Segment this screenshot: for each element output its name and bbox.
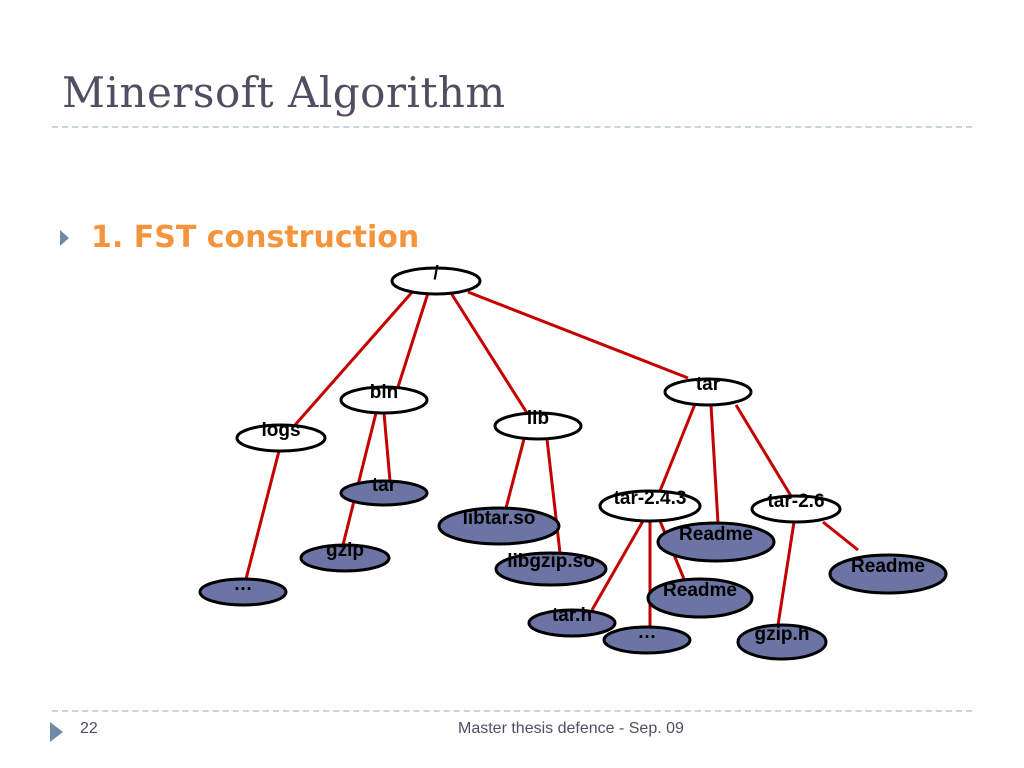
tree-node-libgzip: libgzip.so (494, 551, 608, 587)
title-divider (52, 126, 972, 128)
tree-edge-tar26-to-readme-26 (822, 520, 859, 552)
file-node-ellipse (828, 553, 948, 595)
bullet-item: 1. FST construction (60, 220, 419, 255)
tree-node-gziph: gzip.h (736, 623, 828, 661)
tree-node-label: tar.h (552, 605, 592, 626)
tree-nodes: / logs bin lib tar tar gzip … libtar.so libgzip.s… (198, 263, 948, 661)
tree-edge-root-to-tar (467, 290, 689, 380)
tree-node-readme-26: Readme (828, 553, 948, 595)
tree-node-label: … (638, 622, 657, 643)
tree-node-bin-tar: tar (339, 475, 429, 507)
page-number: 22 (80, 720, 98, 737)
tree-node-label: gzip.h (755, 624, 810, 645)
directory-node-ellipse (493, 411, 583, 441)
tree-node-label: logs (261, 420, 300, 441)
directory-node-ellipse (663, 377, 753, 407)
file-node-ellipse (437, 506, 561, 546)
tree-edge-tar26-to-gziph (776, 521, 796, 626)
tree-edge-root-to-lib (449, 292, 529, 414)
tree-node-readme-243: Readme (646, 577, 754, 619)
tree-node-gzip: gzip (299, 540, 391, 573)
tree-node-label: tar-2.6 (767, 491, 824, 512)
tree-edge-logs-to-logs-more (244, 450, 281, 580)
file-node-ellipse (299, 543, 391, 573)
tree-edge-lib-to-libgzip (545, 438, 562, 554)
tree-node-readme-tar: Readme (656, 521, 776, 563)
footer-divider (52, 710, 972, 712)
file-node-ellipse (339, 479, 429, 507)
tree-node-tar: tar (663, 374, 753, 407)
tree-node-bin: bin (339, 382, 429, 415)
directory-node-ellipse (339, 385, 429, 415)
tree-node-more-243: … (602, 622, 692, 655)
tree-node-tar26: tar-2.6 (750, 491, 842, 524)
footer-text: Master thesis defence - Sep. 09 (458, 720, 684, 737)
tree-node-logs: logs (235, 420, 327, 453)
tree-node-label: … (234, 574, 253, 595)
tree-node-label: Readme (851, 556, 925, 577)
slide-title: Minersoft Algorithm (62, 68, 506, 117)
tree-node-label: tar (372, 475, 397, 496)
tree-edge-tar-to-tar243 (658, 403, 697, 492)
file-node-ellipse (736, 623, 828, 661)
file-node-ellipse (602, 625, 692, 655)
tree-node-libtar: libtar.so (437, 506, 561, 546)
tree-node-label: tar (696, 374, 721, 395)
tree-edge-bin-to-bin-tar (382, 412, 392, 482)
tree-node-label: gzip (326, 540, 364, 561)
tree-node-label: tar-2.4.3 (614, 488, 687, 509)
tree-node-label: Readme (663, 580, 737, 601)
tree-node-logs-more: … (198, 574, 288, 607)
tree-node-label: libtar.so (463, 508, 536, 529)
file-node-ellipse (198, 577, 288, 607)
bullet-triangle-icon (60, 229, 69, 246)
tree-node-label: libgzip.so (507, 551, 595, 572)
file-node-ellipse (646, 577, 754, 619)
directory-node-ellipse (598, 489, 702, 523)
file-node-ellipse (494, 551, 608, 587)
directory-node-ellipse (750, 494, 842, 524)
tree-node-root: / (390, 263, 482, 296)
tree-node-label: / (433, 263, 439, 284)
directory-node-ellipse (390, 266, 482, 296)
tree-edge-bin-to-gzip (341, 412, 378, 546)
footer-triangle-icon (50, 722, 63, 742)
file-node-ellipse (527, 608, 617, 638)
tree-edge-tar-to-readme-tar (709, 404, 720, 524)
tree-node-label: bin (370, 382, 399, 403)
tree-edge-root-to-bin (396, 292, 430, 388)
tree-node-lib: lib (493, 408, 583, 441)
tree-edges (244, 289, 859, 627)
tree-edge-lib-to-libtar (504, 438, 526, 509)
directory-node-ellipse (235, 423, 327, 453)
bullet-text: 1. FST construction (91, 220, 420, 255)
tree-node-label: Readme (679, 524, 753, 545)
tree-node-label: lib (527, 408, 549, 429)
tree-edge-tar243-to-tarh (590, 520, 645, 611)
tree-edge-root-to-logs (293, 289, 416, 426)
file-node-ellipse (656, 521, 776, 563)
tree-node-tar243: tar-2.4.3 (598, 488, 702, 523)
tree-edge-tar-to-tar26 (734, 404, 793, 497)
tree-node-tarh: tar.h (527, 605, 617, 638)
